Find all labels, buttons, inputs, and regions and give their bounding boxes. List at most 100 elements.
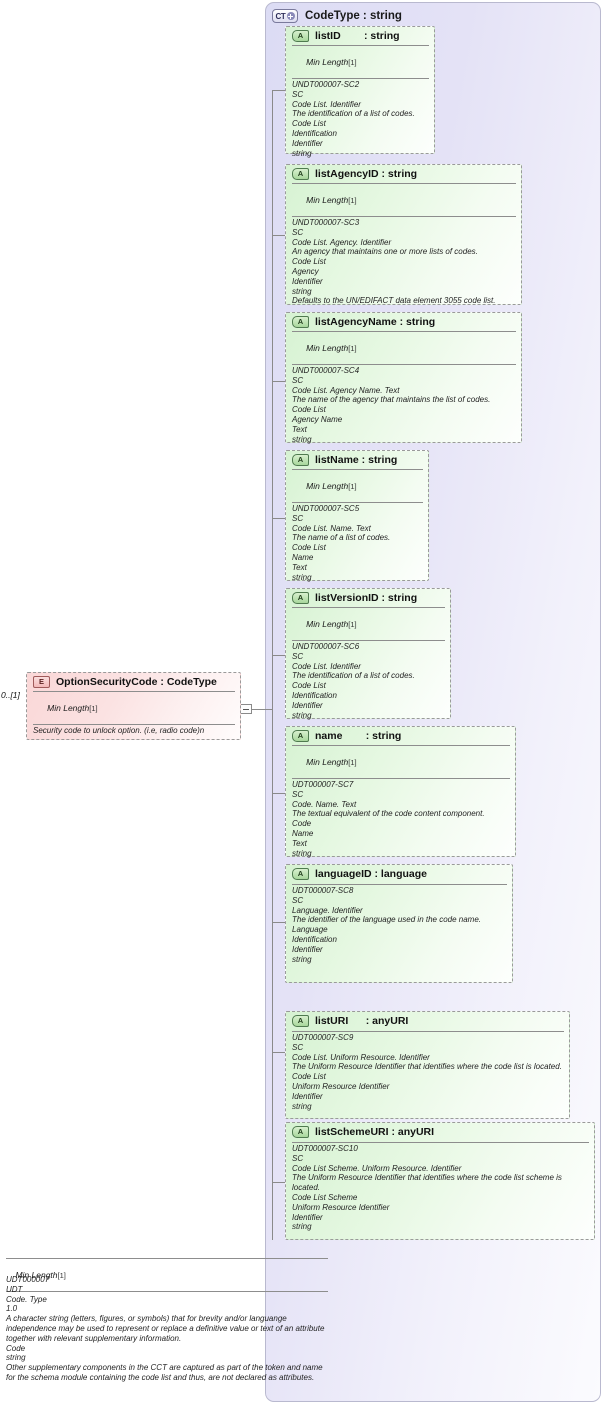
attribute-facet-label: Min Length <box>306 481 349 491</box>
documentation-line: Code. Type <box>6 1294 47 1304</box>
documentation-line: Identification <box>292 128 337 138</box>
documentation-line: string <box>292 286 312 296</box>
documentation-line: Code List. Name. Text <box>292 523 371 533</box>
attribute-facet-label: Min Length <box>306 343 349 353</box>
documentation-line: Agency <box>292 266 319 276</box>
documentation-line: SC <box>292 375 304 385</box>
attribute-box-listid[interactable]: A listID : string Min Length[1] UNDT0000… <box>285 26 435 158</box>
documentation-line: The name of the agency that maintains th… <box>292 395 491 405</box>
documentation-line: Code List <box>292 681 326 691</box>
element-header: E OptionSecurityCode : CodeType <box>27 673 240 690</box>
attribute-name: name : string <box>315 729 402 742</box>
documentation-line: string <box>292 848 312 858</box>
documentation-line: string <box>292 1222 312 1232</box>
attribute-name: listSchemeURI : anyURI <box>315 1125 435 1138</box>
tree-branch-9 <box>272 1182 285 1183</box>
documentation-line: Code List. Identifier <box>292 99 361 109</box>
attribute-icon: A <box>292 29 309 42</box>
attribute-box-listname[interactable]: A listName : string Min Length[1] UNDT00… <box>285 450 429 582</box>
documentation-line: Uniform Resource Identifier <box>292 1202 390 1212</box>
tree-branch-2 <box>272 235 285 236</box>
documentation-line: UNDT000007-SC3 <box>292 218 360 227</box>
attribute-facet-row: Min Length[1] <box>292 607 445 641</box>
tree-branch-7 <box>272 922 285 923</box>
documentation-line: string <box>292 1101 312 1111</box>
attribute-box-listagencyid[interactable]: A listAgencyID : string Min Length[1] UN… <box>285 164 522 305</box>
attribute-facet-value: [1] <box>348 758 357 767</box>
documentation-line: Language <box>292 925 328 935</box>
documentation-line: Code List. Uniform Resource. Identifier <box>292 1052 430 1062</box>
attribute-facet-value: [1] <box>348 482 357 491</box>
documentation-line: 1.0 <box>6 1304 18 1314</box>
attribute-header: A name : string <box>286 727 515 744</box>
documentation-line: SC <box>292 227 304 237</box>
element-name: OptionSecurityCode : CodeType <box>56 675 217 688</box>
documentation-line: Agency Name <box>292 414 343 424</box>
documentation-line: string <box>292 434 312 444</box>
element-cardinality: 0..[1] <box>1 690 20 700</box>
element-facet-label: Min Length <box>47 703 90 713</box>
attribute-header: A listSchemeURI : anyURI <box>286 1123 594 1140</box>
documentation-line: Identification <box>292 690 337 700</box>
documentation-line: UDT000007-SC10 <box>292 1144 358 1153</box>
attribute-icon: A <box>292 867 309 880</box>
documentation-line: UNDT000007-SC5 <box>292 504 360 513</box>
element-icon: E <box>33 675 50 688</box>
attribute-icon: A <box>292 591 309 604</box>
attribute-name: listName : string <box>315 453 398 466</box>
element-facet-row: Min Length[1] <box>33 691 235 725</box>
attribute-icon: A <box>292 453 309 466</box>
documentation-line: Code <box>6 1343 26 1353</box>
expand-plus-icon[interactable] <box>286 12 295 20</box>
documentation-line: string <box>6 1353 26 1363</box>
collapse-toggle[interactable] <box>240 704 252 714</box>
documentation-line: Text <box>292 424 307 434</box>
element-type-connector <box>241 709 272 710</box>
documentation-line: Language. Identifier <box>292 905 363 915</box>
attribute-header: A listAgencyID : string <box>286 165 521 182</box>
attribute-facet-row: Min Length[1] <box>292 45 429 79</box>
attribute-facet-row <box>292 884 507 885</box>
complextype-icon[interactable]: CT <box>272 9 298 23</box>
attribute-header: A listURI : anyURI <box>286 1012 569 1029</box>
tree-branch-4 <box>272 518 285 519</box>
documentation-line: Identifier <box>292 276 323 286</box>
attribute-name: listAgencyName : string <box>315 315 436 328</box>
attribute-box-name[interactable]: A name : string Min Length[1] UDT000007-… <box>285 726 516 858</box>
documentation-line: Identification <box>292 934 337 944</box>
type-facet-value: [1] <box>57 1271 66 1280</box>
attribute-facet-value: [1] <box>348 620 357 629</box>
attribute-name: listURI : anyURI <box>315 1014 409 1027</box>
documentation-line: string <box>292 710 312 720</box>
documentation-line: SC <box>292 1042 304 1052</box>
attribute-box-listversionid[interactable]: A listVersionID : string Min Length[1] U… <box>285 588 451 722</box>
element-box-optionsecuritycode[interactable]: E OptionSecurityCode : CodeType Min Leng… <box>26 672 241 740</box>
attribute-facet-row: Min Length[1] <box>292 331 516 365</box>
documentation-line: Text <box>292 562 307 572</box>
documentation-line: Code List. Agency Name. Text <box>292 385 400 395</box>
documentation-line: The textual equivalent of the code conte… <box>292 809 485 819</box>
documentation-line: string <box>292 572 312 582</box>
documentation-line: Name <box>292 828 314 838</box>
documentation-line: string <box>292 148 312 158</box>
attribute-box-listagencyname[interactable]: A listAgencyName : string Min Length[1] … <box>285 312 522 446</box>
attribute-facet-row: Min Length[1] <box>292 183 516 217</box>
documentation-line: UDT000007-SC9 <box>292 1033 354 1042</box>
attribute-facet-value: [1] <box>348 58 357 67</box>
documentation-line: Identifier <box>292 700 323 710</box>
documentation-line: SC <box>292 513 304 523</box>
attribute-icon: A <box>292 1014 309 1027</box>
documentation-line: The Uniform Resource Identifier that ide… <box>292 1062 562 1072</box>
documentation-line: Identifier <box>292 1212 323 1222</box>
documentation-line: An agency that maintains one or more lis… <box>292 247 478 257</box>
attribute-icon: A <box>292 315 309 328</box>
tree-branch-1 <box>272 90 285 91</box>
